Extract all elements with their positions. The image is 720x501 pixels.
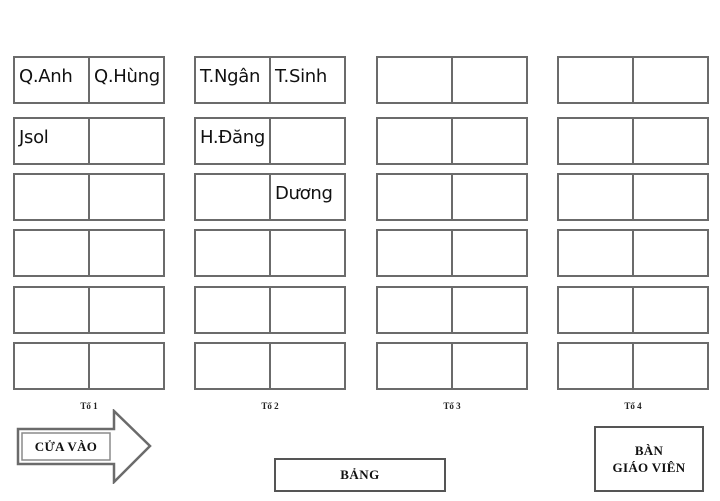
seat: [453, 286, 528, 334]
desk: H.Đăng: [194, 117, 346, 165]
seat: [376, 286, 453, 334]
desk: [13, 229, 165, 277]
student-name: Q.Hùng: [94, 66, 160, 87]
group-label: Tổ 3: [443, 401, 461, 411]
desk: [557, 56, 709, 104]
seat: [557, 173, 634, 221]
group-label: Tổ 2: [261, 401, 279, 411]
seat: [271, 229, 346, 277]
seat: [194, 229, 271, 277]
seat: Q.Hùng: [90, 56, 165, 104]
desk: [376, 117, 528, 165]
seat: H.Đăng: [194, 117, 271, 165]
entrance-door: CỬA VÀO: [16, 409, 152, 484]
seat: [453, 173, 528, 221]
desk: [557, 342, 709, 390]
seat: [13, 173, 90, 221]
seat: [634, 229, 709, 277]
teacher-desk-line-2: GIÁO VIÊN: [612, 460, 686, 475]
seat: [194, 342, 271, 390]
desk: [376, 173, 528, 221]
seat: [557, 342, 634, 390]
student-name: Jsol: [19, 127, 49, 148]
desk: [194, 342, 346, 390]
desk: [557, 286, 709, 334]
seat: [453, 342, 528, 390]
seat: Q.Anh: [13, 56, 90, 104]
seat: [13, 286, 90, 334]
group-label: Tổ 4: [624, 401, 642, 411]
desk: [557, 173, 709, 221]
desk: [557, 229, 709, 277]
seat: [453, 56, 528, 104]
board-label: BẢNG: [340, 467, 380, 482]
blackboard: BẢNG: [274, 458, 446, 492]
seat: [453, 229, 528, 277]
seat: [376, 56, 453, 104]
student-name: H.Đăng: [200, 127, 265, 148]
desk: [13, 173, 165, 221]
desk: Jsol: [13, 117, 165, 165]
teacher-desk-line-1: BÀN: [634, 443, 664, 458]
seat: [376, 229, 453, 277]
seat: [557, 56, 634, 104]
seat: [557, 229, 634, 277]
seat: [376, 173, 453, 221]
seat: Dương: [271, 173, 346, 221]
student-name: Q.Anh: [19, 66, 73, 87]
seat: T.Ngân: [194, 56, 271, 104]
desk: Dương: [194, 173, 346, 221]
seat: T.Sinh: [271, 56, 346, 104]
seat: [634, 286, 709, 334]
seat: [557, 286, 634, 334]
seat: Jsol: [13, 117, 90, 165]
desk: [376, 342, 528, 390]
seat: [13, 229, 90, 277]
seat: [90, 117, 165, 165]
desk: [194, 229, 346, 277]
seat: [634, 56, 709, 104]
seat: [634, 117, 709, 165]
seat: [271, 117, 346, 165]
seat: [376, 117, 453, 165]
seat: [90, 229, 165, 277]
arrow-right-icon: [16, 409, 152, 484]
seat: [453, 117, 528, 165]
desk: [13, 342, 165, 390]
seat: [13, 342, 90, 390]
desk: [557, 117, 709, 165]
student-name: T.Ngân: [200, 66, 261, 87]
teacher-desk: BÀN GIÁO VIÊN: [594, 426, 704, 492]
student-name: T.Sinh: [275, 66, 328, 87]
student-name: Dương: [275, 183, 333, 204]
desk: [194, 286, 346, 334]
group-label: Tổ 1: [80, 401, 98, 411]
desk: [13, 286, 165, 334]
seat: [90, 342, 165, 390]
seat: [634, 173, 709, 221]
desk: [376, 286, 528, 334]
desk: [376, 56, 528, 104]
seat: [634, 342, 709, 390]
desk: T.Ngân T.Sinh: [194, 56, 346, 104]
seat: [271, 342, 346, 390]
seat: [271, 286, 346, 334]
seat: [194, 286, 271, 334]
seat: [194, 173, 271, 221]
door-label: CỬA VÀO: [34, 439, 98, 454]
seat: [557, 117, 634, 165]
desk: Q.Anh Q.Hùng: [13, 56, 165, 104]
seat: [90, 173, 165, 221]
desk: [376, 229, 528, 277]
seat: [90, 286, 165, 334]
seat: [376, 342, 453, 390]
